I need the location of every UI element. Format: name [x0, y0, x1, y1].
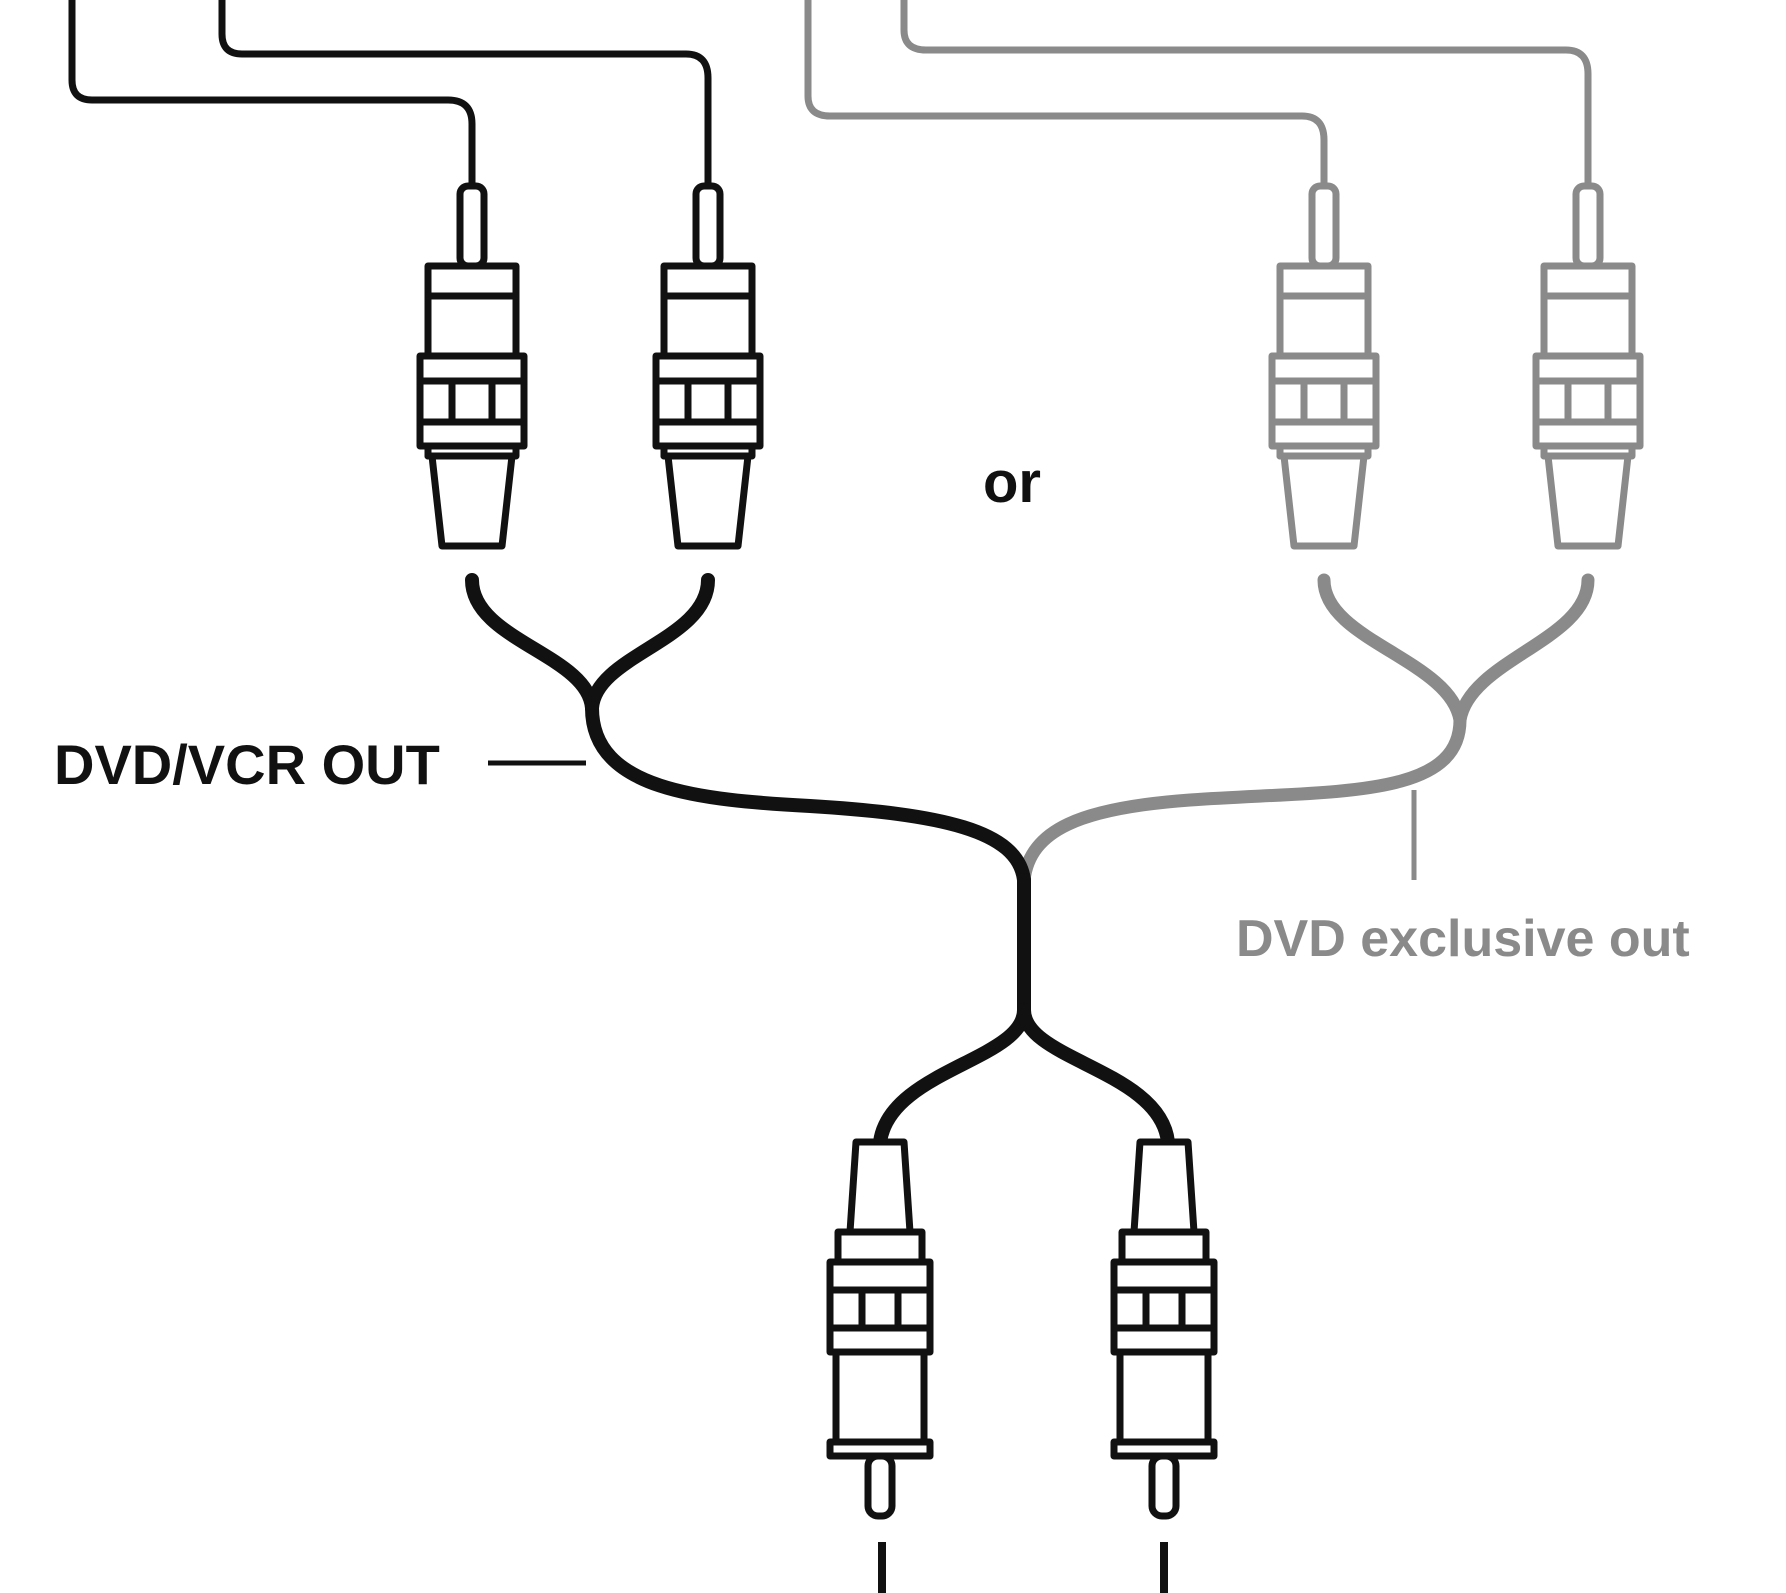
dvd-exclusive-plug-right [1536, 186, 1640, 546]
or-label: or [983, 450, 1041, 515]
output-plug-right [1114, 1142, 1214, 1516]
dvd-vcr-plug-right [656, 186, 760, 546]
dvd-exclusive-plug-left [1272, 186, 1376, 546]
dvd-vcr-cable [465, 573, 1175, 1149]
dvd-vcr-plug-left [420, 186, 524, 546]
output-plug-left [830, 1142, 930, 1516]
output-wires [878, 1542, 1168, 1593]
dvd-exclusive-top-wires [804, 0, 1592, 186]
dvd-exclusive-out-label: DVD exclusive out [1236, 910, 1690, 968]
dvd-vcr-out-label: DVD/VCR OUT [54, 733, 440, 796]
dvd-vcr-top-wires [68, 0, 712, 186]
dvd-exclusive-cable [1017, 573, 1595, 887]
